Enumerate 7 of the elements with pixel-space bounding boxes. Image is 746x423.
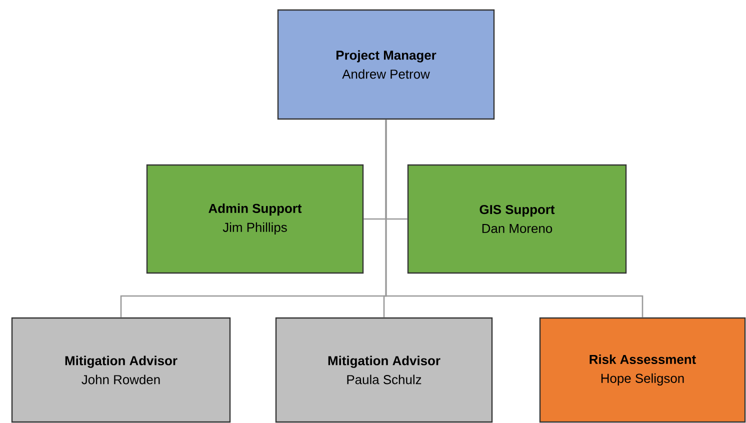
org-box: Admin Support Jim Phillips	[146, 164, 364, 274]
org-box: Project Manager Andrew Petrow	[277, 9, 495, 120]
org-box: Mitigation Advisor Paula Schulz	[275, 317, 493, 423]
org-box: Risk Assessment Hope Seligson	[539, 317, 746, 423]
org-box: GIS Support Dan Moreno	[407, 164, 627, 274]
org-box: Mitigation Advisor John Rowden	[11, 317, 231, 423]
connector-line	[385, 120, 644, 318]
